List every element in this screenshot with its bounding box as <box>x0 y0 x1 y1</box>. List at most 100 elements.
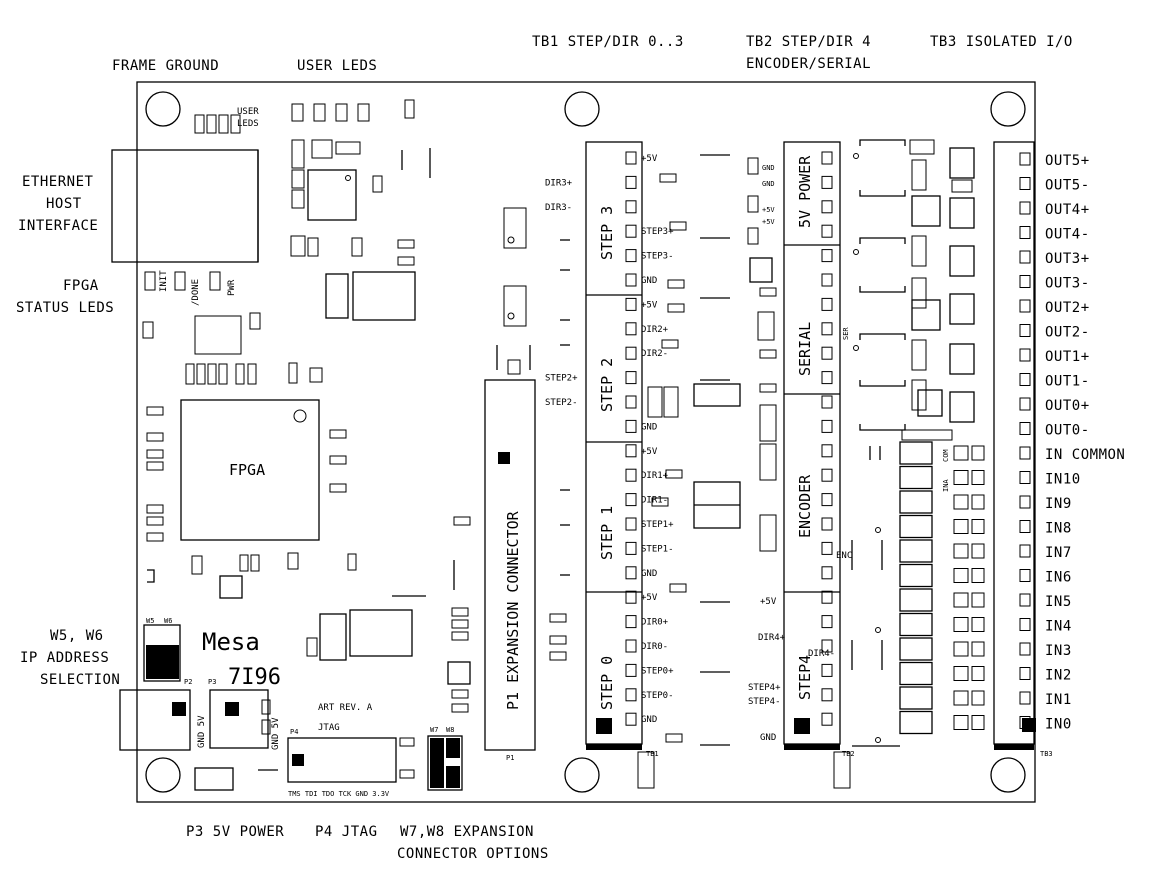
tb1-pin-terminal <box>625 371 637 385</box>
dir4m-silk: DIR4- <box>808 649 835 659</box>
cap-c6 <box>311 139 333 159</box>
input-led <box>953 543 969 559</box>
tb1-pin-group: +5VDIR3+DIR3-STEP3+STEP3-GND+5VDIR2+DIR2… <box>545 151 674 726</box>
cap-c32 <box>325 273 349 319</box>
frame-ground-label: FRAME GROUND <box>112 58 219 74</box>
input-cr <box>971 617 985 632</box>
w5w6-label-2: IP ADDRESS <box>20 650 109 666</box>
tb2-label-line2: ENCODER/SERIAL <box>746 56 871 72</box>
pic1 <box>637 751 655 789</box>
input-cr <box>971 641 985 657</box>
tb3-pin-label: OUT1+ <box>1045 349 1090 365</box>
input-resistor <box>899 441 933 465</box>
tb2-pin-terminal <box>821 395 833 409</box>
tb1-pin-terminal <box>625 224 637 238</box>
input-cr <box>971 470 985 485</box>
tb3-pin-label: IN2 <box>1045 668 1072 684</box>
tb3-pin-label: IN8 <box>1045 521 1072 537</box>
input-resistor <box>899 588 933 612</box>
r38-r42-group <box>451 607 469 641</box>
tb3-pin-terminal <box>1019 446 1031 460</box>
tb3-pin-terminal <box>1019 422 1031 435</box>
cap-c71 <box>399 737 415 747</box>
tb2-pin-terminal <box>821 419 833 433</box>
tb1-pin-label: +5V <box>641 593 658 603</box>
p1-expansion-connector <box>484 379 536 751</box>
tb2-label-line1: TB2 STEP/DIR 4 <box>746 34 871 50</box>
tb3-pin-terminal <box>1019 569 1031 582</box>
tb3-pin-label: IN7 <box>1045 545 1072 561</box>
w7-silk: W7 <box>430 726 438 734</box>
input-led <box>953 519 969 534</box>
input-led <box>953 617 969 632</box>
tb1-pin-label: GND <box>641 276 657 286</box>
tb1-pin-terminal <box>625 566 637 580</box>
ic-u9 <box>309 367 323 383</box>
ic-u12 <box>219 575 243 599</box>
tb3-pin-terminal <box>1019 299 1031 313</box>
tb3-pin-label: IN6 <box>1045 570 1072 586</box>
tb2-pin-terminal <box>821 297 833 311</box>
cap-c60 <box>347 553 357 571</box>
input-resistor <box>899 637 933 661</box>
tb1-pin-terminal <box>625 615 637 629</box>
tb1-pin-terminal <box>625 151 637 165</box>
ethernet-jack-j1 <box>111 149 259 263</box>
rn-silk-dashes <box>560 239 570 576</box>
power-connector-p2 <box>119 689 191 751</box>
tb1-section-step3: STEP 3 <box>598 206 616 260</box>
resistor-r15 <box>249 312 261 330</box>
tb3-pin-label: OUT0+ <box>1045 398 1090 414</box>
tb2-pin-terminal <box>821 200 833 214</box>
tb3-pin-label: IN1 <box>1045 692 1072 708</box>
tb1-pin-terminal <box>625 444 637 458</box>
tb1-pin-terminal <box>625 517 637 531</box>
tb3-pin-terminal <box>1019 373 1031 386</box>
cap-c12 <box>372 175 383 193</box>
pwr-silk: PWR <box>227 279 237 296</box>
tb3-pin-terminal <box>1019 471 1031 484</box>
fpga-pin1-dot <box>293 409 307 423</box>
w8-silk: W8 <box>446 726 454 734</box>
dir4p-silk: DIR4+ <box>758 633 786 643</box>
cap-c21 <box>307 237 319 257</box>
w7w8-label-1: W7,W8 EXPANSION <box>400 824 534 840</box>
ic-u7 <box>503 285 527 327</box>
done-silk: /DONE <box>191 279 201 306</box>
cap-c65 <box>549 635 567 645</box>
ethernet-label-2: HOST <box>46 196 82 212</box>
tb1-pin-label: STEP0- <box>641 691 674 701</box>
ina-silk: INA <box>942 479 950 492</box>
jtag-silk: JTAG <box>318 723 340 733</box>
init-silk: INIT <box>159 270 169 292</box>
tb3-pin-label: OUT2- <box>1045 325 1090 341</box>
tb1-section-step1: STEP 1 <box>598 506 616 560</box>
cap-c23 <box>397 239 415 249</box>
tb1-pin-label: STEP2+ <box>545 374 578 384</box>
ser-silk: SER <box>842 327 850 340</box>
input-led <box>953 494 969 510</box>
w7w8-label-2: CONNECTOR OPTIONS <box>397 846 549 862</box>
tb3-pin-label: IN4 <box>1045 619 1072 635</box>
tb1-pin-label: DIR3- <box>545 203 572 213</box>
tb2-pin-terminal <box>821 175 833 189</box>
cap-c56 <box>191 555 203 575</box>
tb1-area-parts <box>647 154 777 746</box>
fpga-label: FPGA <box>229 461 265 479</box>
tb1-pin-label: DIR2- <box>641 349 668 359</box>
w8-shunt-top <box>446 738 460 758</box>
config-flash-u <box>194 315 242 355</box>
jumper-w5-w6 <box>143 624 181 682</box>
tb3-pin-terminal <box>1019 667 1031 680</box>
silk-bracket <box>147 569 155 583</box>
tb1-pin-label: DIR0+ <box>641 618 669 628</box>
tb3-pin-terminal <box>1019 226 1031 239</box>
tb3-pin-label: OUT5+ <box>1045 153 1090 169</box>
tb3-terminal-block <box>993 141 1035 745</box>
tb3-pin-terminal <box>1019 642 1031 656</box>
w6-silk: W6 <box>164 617 172 625</box>
tb1-pin-label: STEP2- <box>545 398 578 408</box>
input-cr <box>971 666 985 681</box>
p1-connector-label: P1 EXPANSION CONNECTOR <box>504 510 522 710</box>
